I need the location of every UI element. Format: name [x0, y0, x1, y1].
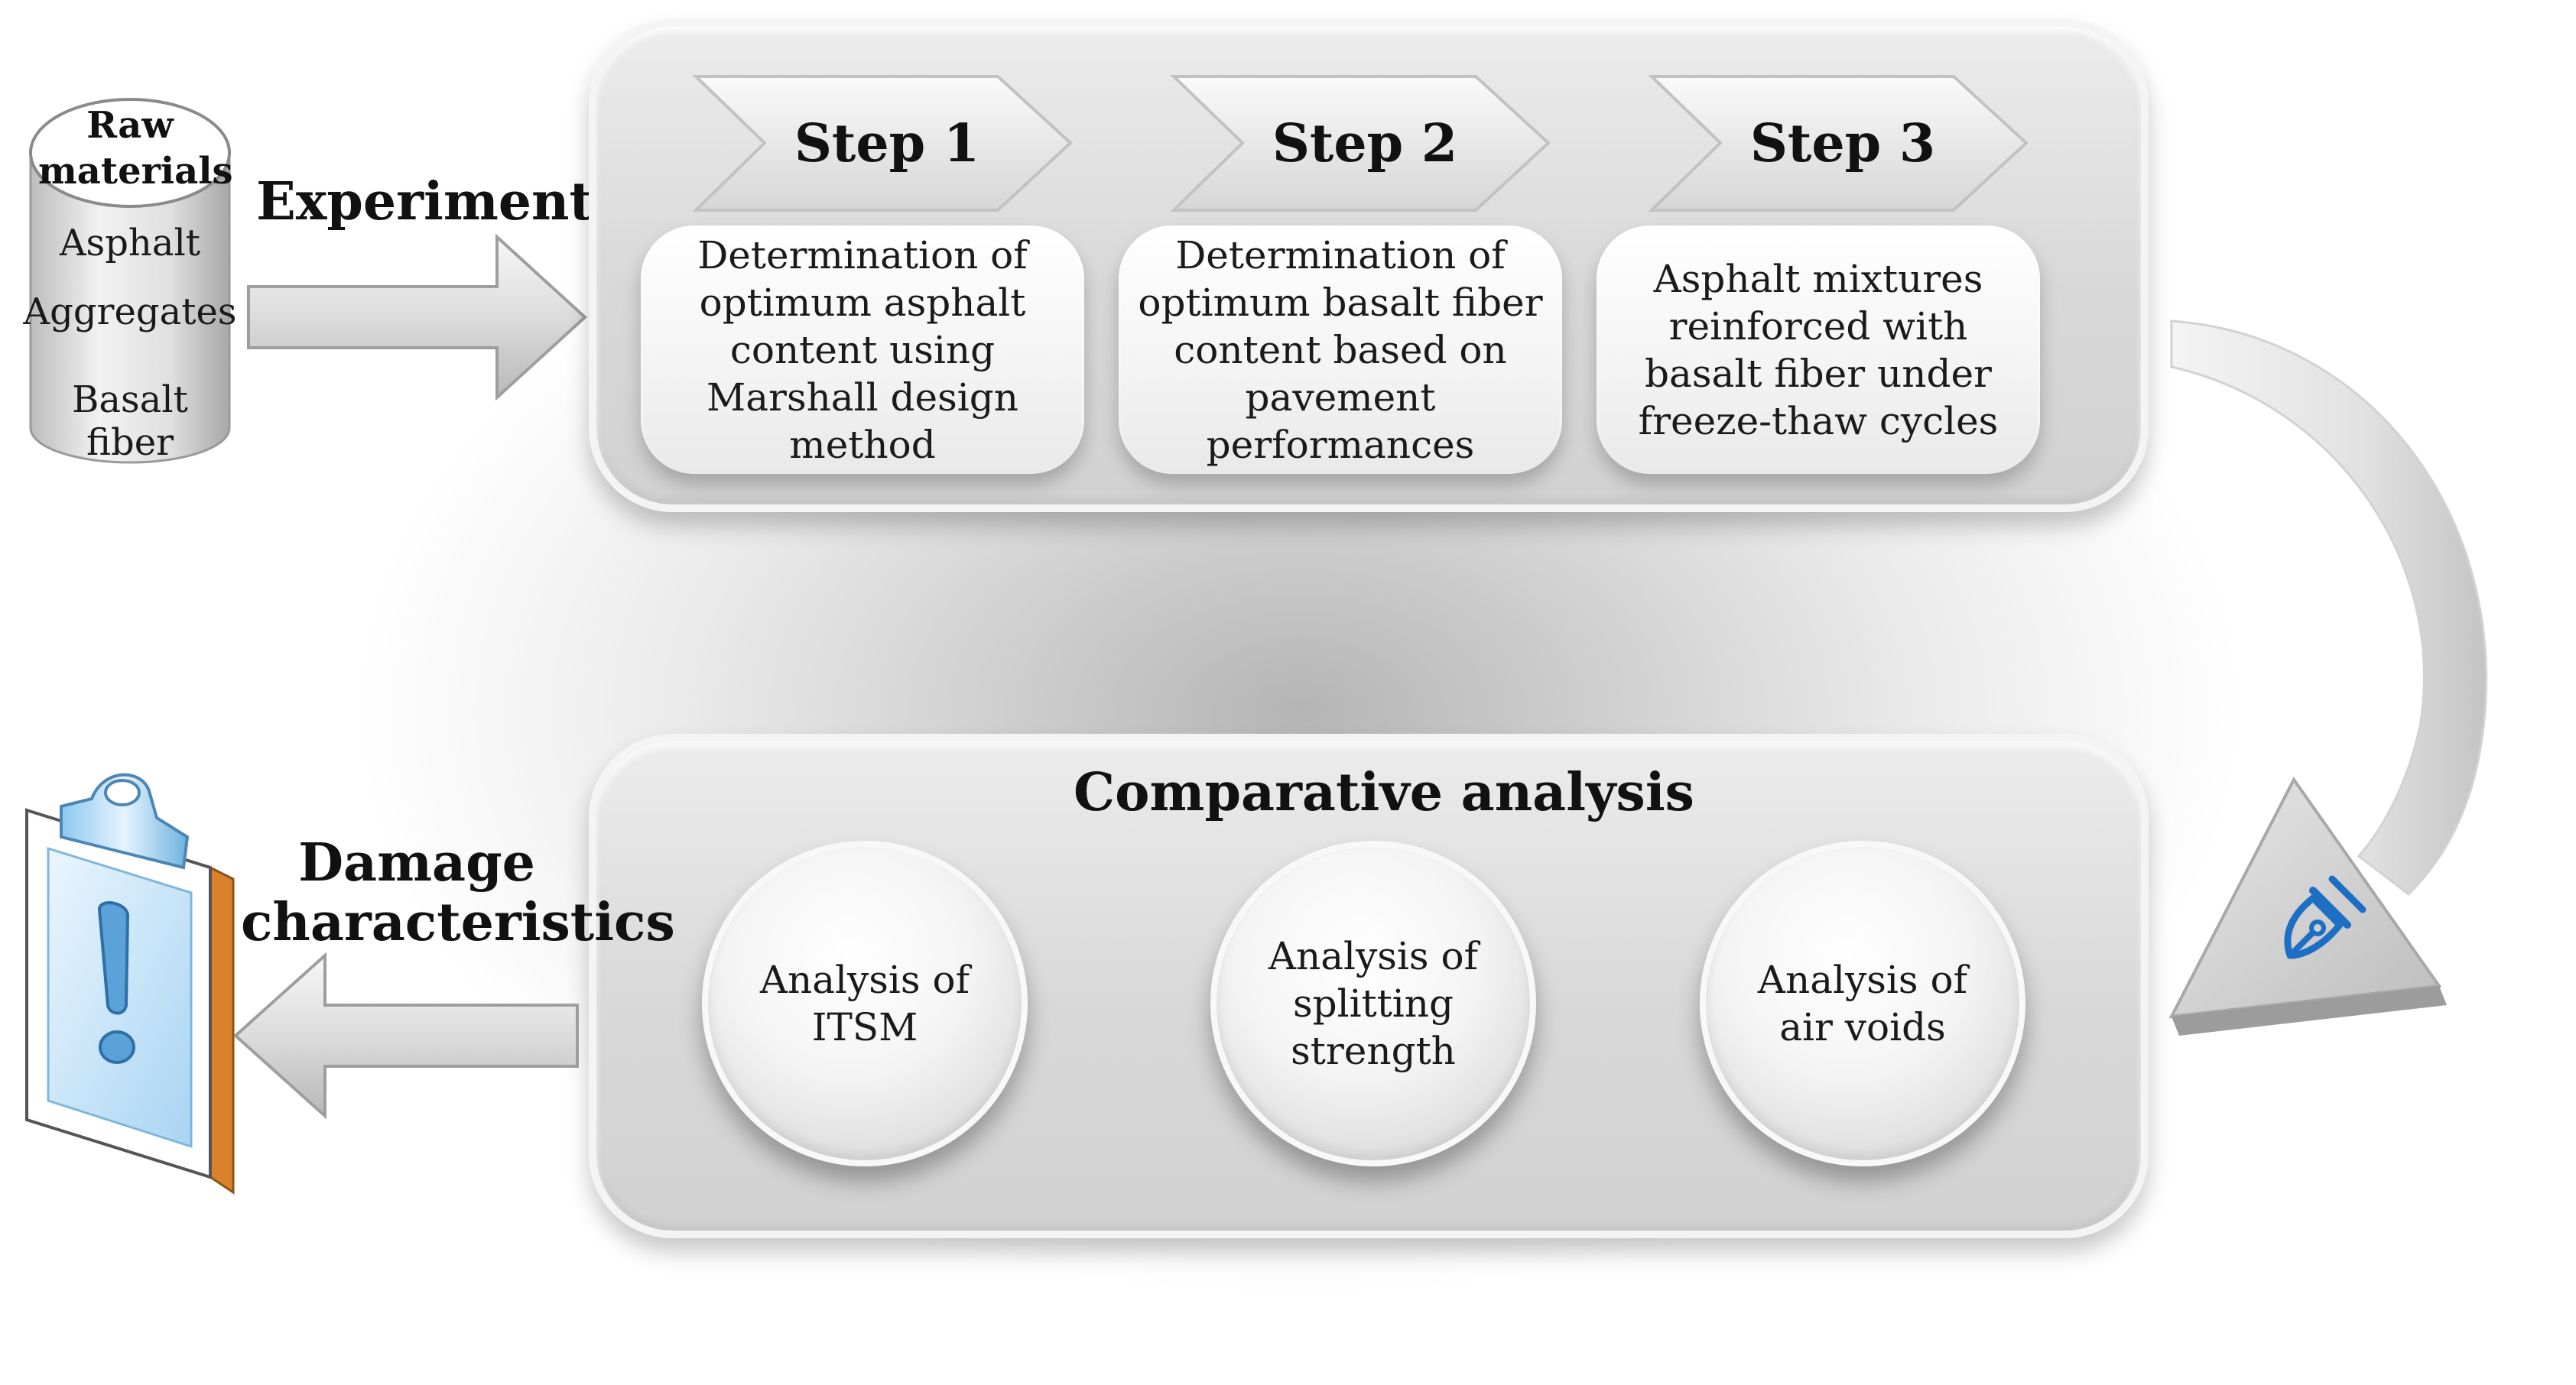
step-2-label: Step 2 — [1272, 112, 1458, 174]
raw-material-item: Asphalt — [59, 222, 201, 264]
curved-arrow-icon — [2168, 319, 2488, 1036]
step-1-description: Determination of optimum asphalt content… — [697, 232, 1028, 467]
pen-nib-icon — [2284, 875, 2366, 959]
analysis-air-voids-label: Analysis of air voids — [1757, 958, 1968, 1049]
arrow-left-icon — [233, 952, 579, 1120]
analysis-splitting-strength-circle: Analysis of splitting strength — [1210, 841, 1536, 1166]
step-1-label: Step 1 — [794, 112, 980, 174]
step-3-description: Asphalt mixtures reinforced with basalt … — [1638, 256, 1999, 443]
step-2-description: Determination of optimum basalt fiber co… — [1138, 232, 1543, 467]
experiments-label: Experiments — [256, 171, 623, 232]
raw-materials-database: Raw materials Asphalt Aggregates Basalt … — [23, 92, 237, 474]
step-3-card: Asphalt mixtures reinforced with basalt … — [1597, 225, 2040, 474]
analysis-air-voids-circle: Analysis of air voids — [1700, 841, 2025, 1166]
clipboard-alert-icon — [25, 773, 235, 1195]
analysis-title: Comparative analysis — [1074, 762, 1694, 823]
raw-material-item: Aggregates — [23, 290, 237, 333]
analysis-splitting-strength-label: Analysis of splitting strength — [1268, 934, 1479, 1073]
step-chevron-icon — [1648, 75, 2029, 212]
step-chevron-icon — [692, 75, 1073, 212]
raw-materials-title: Raw materials — [38, 104, 233, 193]
step-3-label: Step 3 — [1749, 112, 1936, 174]
analysis-itsm-label: Analysis of ITSM — [759, 958, 970, 1049]
arrow-right-icon — [247, 233, 587, 401]
step-2-card: Determination of optimum basalt fiber co… — [1119, 225, 1562, 474]
damage-characteristics-label: Damage characteristics — [241, 832, 675, 953]
database-icon — [29, 98, 231, 464]
step-chevron-icon — [1170, 75, 1551, 212]
analysis-itsm-circle: Analysis of ITSM — [702, 841, 1028, 1166]
raw-material-item: Basalt fiber — [72, 378, 188, 464]
step-1-card: Determination of optimum asphalt content… — [641, 225, 1084, 474]
